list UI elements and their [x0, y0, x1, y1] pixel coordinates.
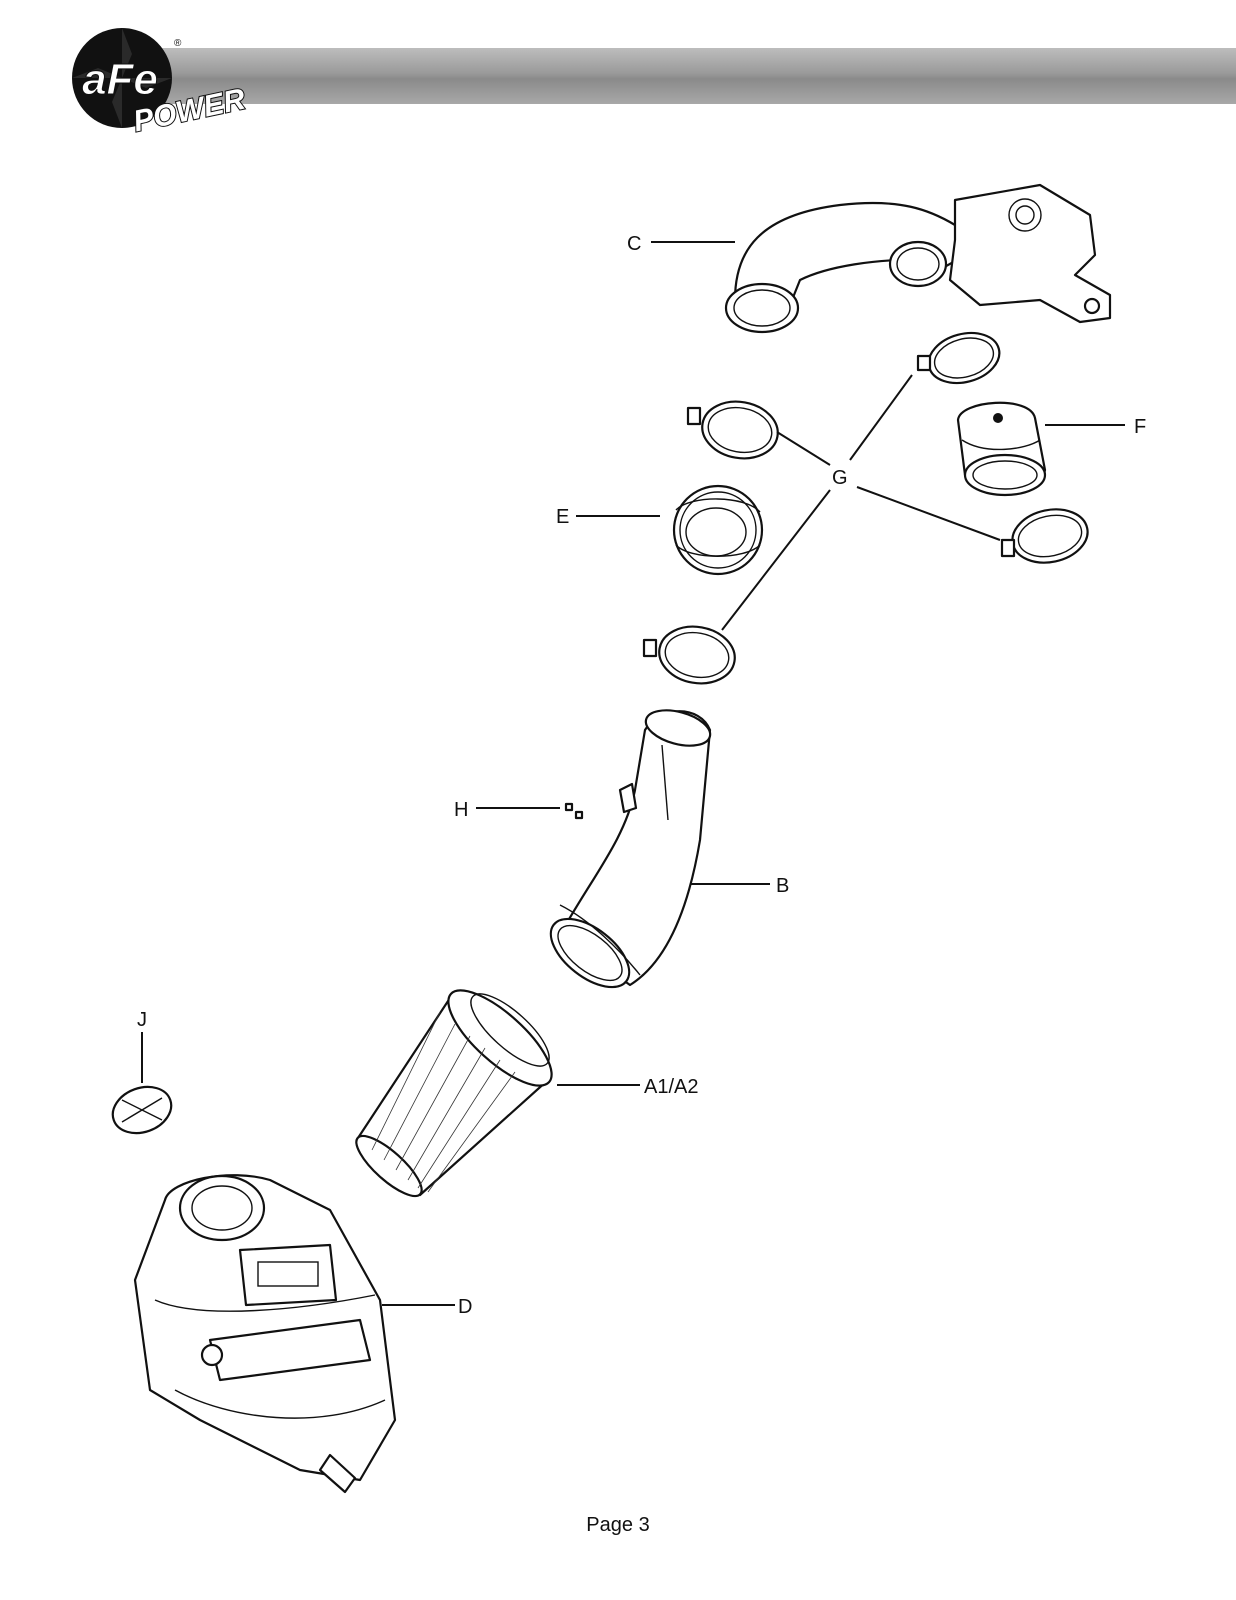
- part-a-filter: [355, 989, 553, 1198]
- part-d-airbox: [133, 1174, 397, 1494]
- callout-j: J: [137, 1009, 147, 1031]
- callout-a1-a2: A1/A2: [644, 1076, 698, 1098]
- callout-c: C: [627, 233, 641, 255]
- callout-h: H: [454, 799, 468, 821]
- part-e-reducer: [672, 484, 764, 576]
- callout-f: F: [1134, 416, 1146, 438]
- part-c-intake-tube: [724, 183, 1112, 334]
- part-j-cap: [111, 1085, 173, 1135]
- page-number: Page 3: [586, 1514, 650, 1536]
- part-g-clamps: [642, 331, 1089, 685]
- part-f-coupler: [956, 401, 1047, 497]
- callout-g: G: [832, 467, 848, 489]
- header-bar: [88, 48, 1236, 104]
- part-h-screws: [564, 802, 584, 820]
- callout-e: E: [556, 506, 569, 528]
- logo-registered-mark: ®: [174, 38, 182, 49]
- part-b-tube: [549, 709, 712, 989]
- afe-power-logo: aFe POWER ®: [72, 28, 249, 136]
- leader-lines: [141, 241, 1125, 1306]
- callout-b: B: [776, 875, 789, 897]
- logo-text-afe: aFe: [82, 55, 158, 104]
- callout-d: D: [458, 1296, 472, 1318]
